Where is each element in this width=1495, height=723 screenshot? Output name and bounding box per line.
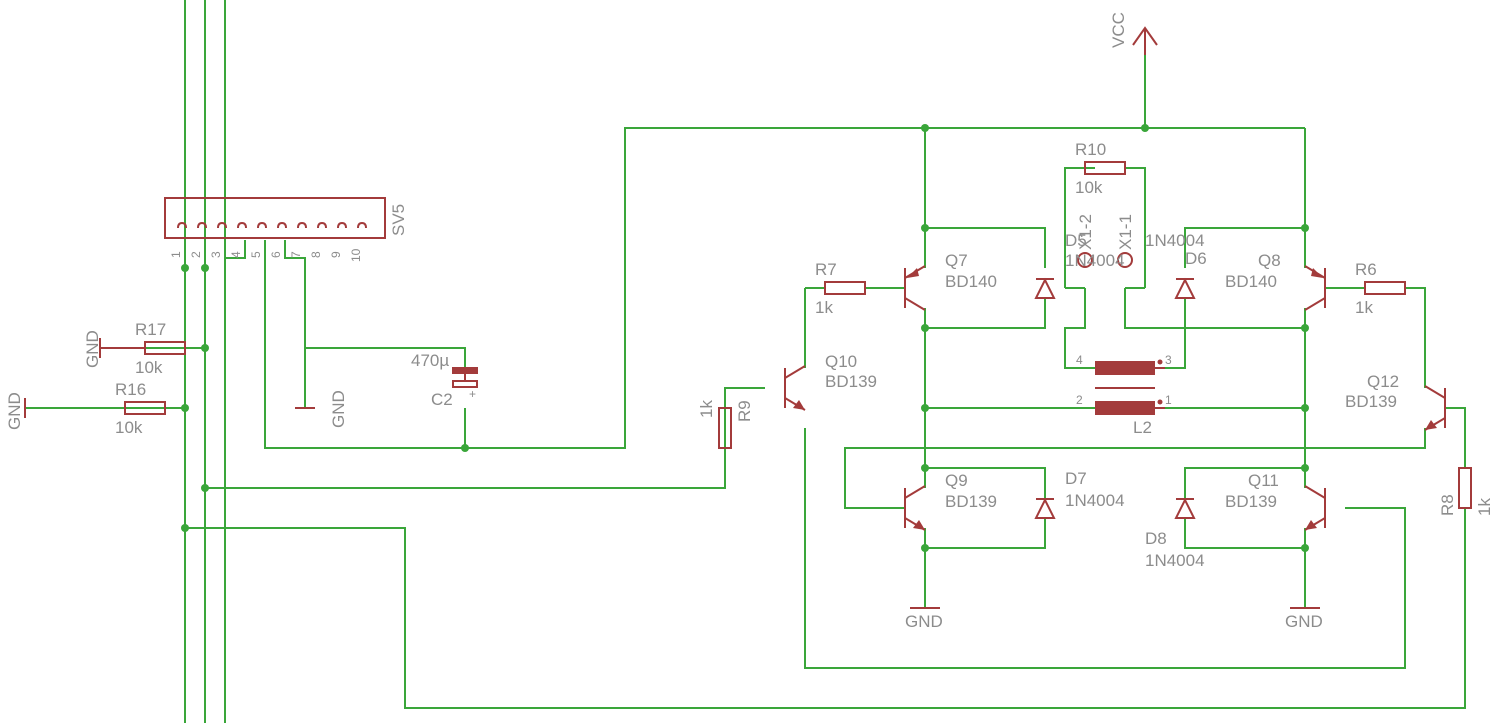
r17-label: R17 [135, 320, 166, 339]
q12-transistor: Q12 BD139 [1345, 372, 1446, 431]
q9-label: Q9 [945, 471, 968, 490]
l2-pin-1: 1 [1165, 393, 1172, 407]
l2-transformer: 4 3 2 1 L2 [1076, 353, 1172, 437]
wires [25, 0, 1466, 723]
d6-label: D6 [1185, 249, 1207, 268]
sv5-pin-1: 1 [169, 251, 183, 258]
r7-resistor: R7 1k [815, 260, 866, 317]
d8-value: 1N4004 [1145, 551, 1205, 570]
gnd-c2-label: GND [329, 390, 348, 428]
r16-value: 10k [115, 418, 143, 437]
sv5-pin-9: 9 [329, 251, 343, 258]
q10-value: BD139 [825, 372, 877, 391]
r16-label: R16 [115, 380, 146, 399]
d5-diode: D5 1N4004 [1034, 231, 1125, 299]
gnd-left-2: GND [5, 392, 26, 430]
r7-value: 1k [815, 298, 833, 317]
c2-capacitor: + 470µ C2 [411, 351, 478, 409]
c2-value: 470µ [411, 351, 449, 370]
r7-label: R7 [815, 260, 837, 279]
q8-value: BD140 [1225, 272, 1277, 291]
d7-value: 1N4004 [1065, 491, 1125, 510]
c2-plus: + [469, 387, 476, 401]
sv5-label: SV5 [389, 204, 408, 236]
d7-label: D7 [1065, 469, 1087, 488]
q7-transistor: Q7 BD140 [904, 251, 997, 311]
l2-label: L2 [1133, 418, 1152, 437]
sv5-pin-4: 4 [229, 251, 243, 258]
d8-diode: D8 1N4004 [1145, 497, 1205, 570]
q10-label: Q10 [825, 352, 857, 371]
r17-resistor: R17 10k [105, 320, 186, 377]
q11-label: Q11 [1248, 471, 1279, 490]
sv5-pin-3: 3 [209, 251, 223, 258]
junction-dots [181, 124, 1309, 552]
gnd-c2: GND [295, 390, 348, 428]
r9-label: R9 [735, 400, 754, 422]
q7-label: Q7 [945, 251, 968, 270]
r6-label: R6 [1355, 260, 1377, 279]
c2-label: C2 [431, 390, 453, 409]
r10-resistor: R10 10k [1075, 140, 1126, 197]
l2-pin-4: 4 [1076, 353, 1083, 367]
q12-label: Q12 [1367, 372, 1399, 391]
sv5-pin-6: 6 [269, 251, 283, 258]
q8-transistor: Q8 BD140 [1225, 251, 1326, 311]
q9-value: BD139 [945, 492, 997, 511]
x1-connector: X1-2 X1-1 [1076, 214, 1135, 268]
q8-label: Q8 [1258, 251, 1281, 270]
q9-transistor: Q9 BD139 [904, 471, 997, 531]
q12-value: BD139 [1345, 392, 1397, 411]
d8-label: D8 [1145, 529, 1167, 548]
d7-diode: D7 1N4004 [1034, 469, 1125, 519]
l2-pin-2: 2 [1076, 393, 1083, 407]
sv5-pin-2: 2 [189, 251, 203, 258]
d5-value: 1N4004 [1065, 251, 1125, 270]
q11-value: BD139 [1225, 492, 1277, 511]
gnd-q11: GND [1285, 607, 1323, 631]
vcc-symbol: VCC [1109, 12, 1158, 55]
d6-diode: 1N4004 D6 [1145, 231, 1207, 299]
d6-value: 1N4004 [1145, 231, 1205, 250]
vcc-label: VCC [1109, 12, 1128, 48]
d5-label: D5 [1065, 231, 1087, 250]
sv5-pin-8: 8 [309, 251, 323, 258]
gnd-left-2-label: GND [5, 392, 24, 430]
r9-resistor: R9 1k [697, 400, 754, 449]
x1-1-label: X1-1 [1116, 214, 1135, 250]
sv5-pin-10: 10 [349, 248, 363, 262]
r10-label: R10 [1075, 140, 1106, 159]
sv5-pin-marks [177, 221, 367, 229]
gnd-left-1-label: GND [83, 330, 102, 368]
l2-pin-3: 3 [1165, 353, 1172, 367]
r6-resistor: R6 1k [1355, 260, 1406, 317]
x1-2-label: X1-2 [1076, 214, 1095, 250]
gnd-left-1: GND [83, 330, 108, 368]
sv5-connector: SV5 1 2 3 4 5 6 7 8 9 10 [164, 197, 408, 262]
sv5-pin-5: 5 [249, 251, 263, 258]
gnd-q11-label: GND [1285, 612, 1323, 631]
r8-label: R8 [1438, 494, 1457, 516]
gnd-q9-label: GND [905, 612, 943, 631]
q10-transistor: Q10 BD139 [784, 352, 877, 411]
r6-value: 1k [1355, 298, 1373, 317]
r9-value: 1k [697, 400, 716, 418]
q7-value: BD140 [945, 272, 997, 291]
r8-resistor: R8 1k [1438, 467, 1494, 516]
r8-value: 1k [1475, 498, 1494, 516]
r10-value: 10k [1075, 178, 1103, 197]
sv5-pin-7: 7 [289, 251, 303, 258]
r16-resistor: R16 10k [115, 380, 166, 437]
r17-value: 10k [135, 358, 163, 377]
q11-transistor: Q11 BD139 [1225, 471, 1326, 531]
gnd-q9: GND [905, 607, 943, 631]
